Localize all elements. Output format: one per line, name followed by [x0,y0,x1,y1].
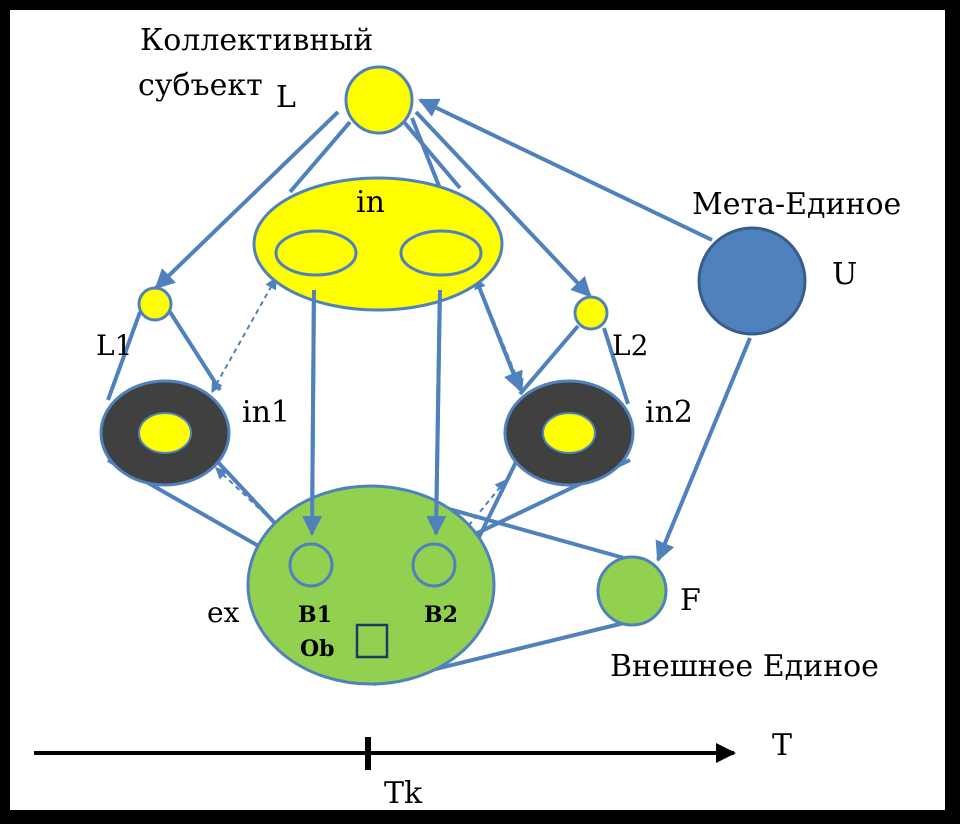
label-U: U [832,257,857,292]
line-L-to-in-right [402,120,462,190]
arrow-in-left-to-B1-overlay [302,289,323,536]
node-U-circle [697,226,807,336]
node-Ob-square [355,623,389,659]
label-T: T [772,728,792,763]
line-L1-to-in1-left [106,311,142,401]
dashed-in-to-in2 [474,276,524,392]
arrow-U-to-F [655,337,752,562]
label-collective-line2: субъект [138,68,263,103]
arrow-U-to-L [418,98,713,242]
dashed-arrows [211,276,524,547]
dashed-in-to-in1 [211,276,277,394]
label-in2: in2 [645,395,693,430]
arrow-in-right-to-B2-overlay [426,289,447,536]
node-L1-circle [137,286,173,322]
label-B1: B1 [298,602,332,628]
node-B1-circle [288,542,334,588]
node-in-inner-right [399,229,483,277]
label-in1: in1 [242,395,290,430]
label-Ob: Ob [300,636,335,662]
line-L-to-in-left [288,120,352,194]
label-in: in [356,185,385,220]
label-F: F [680,583,701,618]
arrow-L-to-L2 [414,110,592,298]
line-L2-to-in2-right [602,327,630,405]
node-in-inner-left [274,229,358,277]
label-B2: B2 [424,602,458,628]
label-L: L [276,80,296,115]
node-in1-core [138,412,192,454]
line-L2-to-in2-left [518,324,580,396]
label-external-one: Внешнее Единое [610,649,879,684]
label-L2: L2 [612,329,648,362]
node-in2-core [542,412,596,454]
label-collective-line1: Коллективный [140,23,373,58]
node-L2-circle [573,295,609,331]
label-ex: ex [207,596,240,629]
node-in-ellipse [252,176,504,312]
dashed-in1-to-B1 [215,467,283,531]
label-meta-one: Мета-Единое [692,187,901,222]
node-B2-circle [411,542,457,588]
node-L-circle [344,65,414,135]
label-Tk: Tk [384,776,423,811]
node-ex-ellipse [246,484,496,686]
node-F-circle [596,555,668,627]
arrow-L-to-L1 [154,110,340,290]
timeline [34,737,736,770]
label-L1: L1 [96,329,132,362]
